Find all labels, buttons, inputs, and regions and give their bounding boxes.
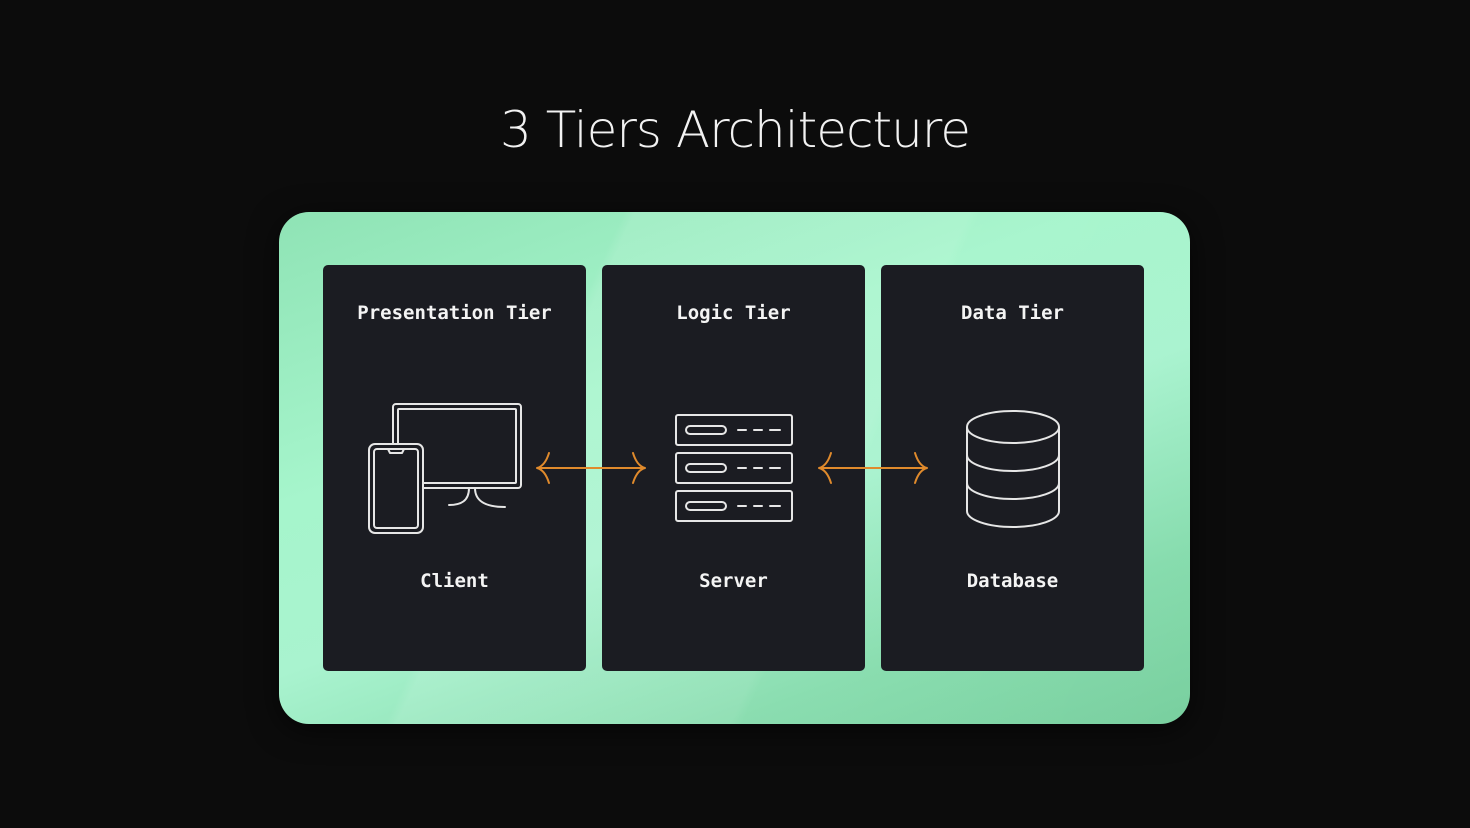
tier-label: Client [420,570,489,592]
database-icon [966,410,1060,528]
tier-title: Logic Tier [676,302,791,324]
page-title: 3 Tiers Architecture [500,101,971,159]
tier-label: Server [699,570,768,592]
bidirectional-arrow-icon [536,452,646,484]
tier-label: Database [966,570,1059,592]
tier-title: Presentation Tier [357,302,552,324]
bidirectional-arrow-icon [818,452,928,484]
tier-title: Data Tier [961,302,1064,324]
devices-icon [368,403,522,534]
server-icon [675,414,793,522]
